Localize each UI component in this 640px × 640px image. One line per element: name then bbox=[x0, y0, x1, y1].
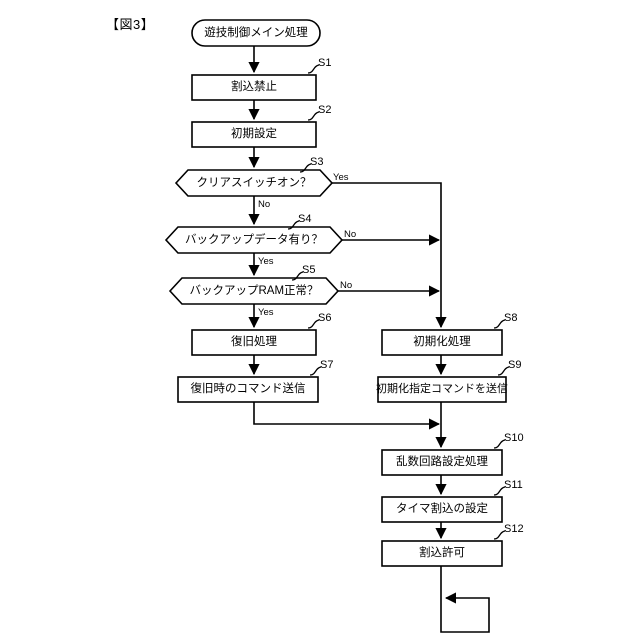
leader-s1 bbox=[307, 64, 320, 74]
node-shape-s5 bbox=[168, 277, 340, 305]
edge-label-s4-no: No bbox=[344, 229, 357, 240]
node-shape-s2 bbox=[191, 121, 317, 148]
node-shape-s11 bbox=[381, 496, 503, 523]
node-shape-s1 bbox=[191, 74, 317, 101]
step-label-s5: S5 bbox=[302, 264, 316, 276]
leader-s4 bbox=[287, 220, 300, 230]
node-shape-s12 bbox=[381, 540, 503, 567]
figure-number-label: 【図3】 bbox=[106, 17, 155, 32]
leader-s3 bbox=[299, 163, 312, 173]
node-shape-s6 bbox=[191, 329, 317, 356]
edge-s7-join bbox=[253, 402, 441, 430]
step-label-s12: S12 bbox=[504, 523, 524, 535]
step-label-s11: S11 bbox=[504, 479, 523, 491]
step-label-s10: S10 bbox=[504, 432, 524, 444]
leader-s12 bbox=[493, 530, 506, 540]
edge-label-s4-yes: Yes bbox=[258, 256, 274, 267]
node-shape-s4 bbox=[164, 226, 344, 254]
node-shape-s10 bbox=[381, 449, 503, 476]
step-label-s1: S1 bbox=[318, 57, 332, 69]
edge-label-s5-yes: Yes bbox=[258, 307, 274, 318]
step-label-s3: S3 bbox=[310, 156, 324, 168]
leader-s6 bbox=[307, 319, 320, 329]
leader-s9 bbox=[497, 366, 510, 376]
node-shape-s3 bbox=[174, 169, 334, 197]
leader-s5 bbox=[291, 271, 304, 281]
edge-label-s3-no: No bbox=[258, 199, 271, 210]
step-label-s9: S9 bbox=[508, 359, 522, 371]
node-shape-s8 bbox=[381, 329, 503, 356]
leader-s7 bbox=[309, 366, 322, 376]
edge-label-s5-no: No bbox=[340, 280, 353, 291]
leader-s2 bbox=[307, 111, 320, 121]
node-shape-start bbox=[191, 19, 321, 47]
leader-s10 bbox=[493, 439, 506, 449]
step-label-s7: S7 bbox=[320, 359, 334, 371]
step-label-s6: S6 bbox=[318, 312, 332, 324]
step-label-s8: S8 bbox=[504, 312, 518, 324]
step-label-s2: S2 bbox=[318, 104, 332, 116]
leader-s11 bbox=[493, 486, 506, 496]
node-shape-s7 bbox=[177, 376, 319, 403]
node-shape-s9 bbox=[377, 376, 507, 403]
step-label-s4: S4 bbox=[298, 213, 312, 225]
edge-loop-back bbox=[440, 566, 490, 633]
edge-s3-yes bbox=[332, 182, 447, 329]
leader-s8 bbox=[493, 319, 506, 329]
edge-label-s3-yes: Yes bbox=[333, 172, 349, 183]
